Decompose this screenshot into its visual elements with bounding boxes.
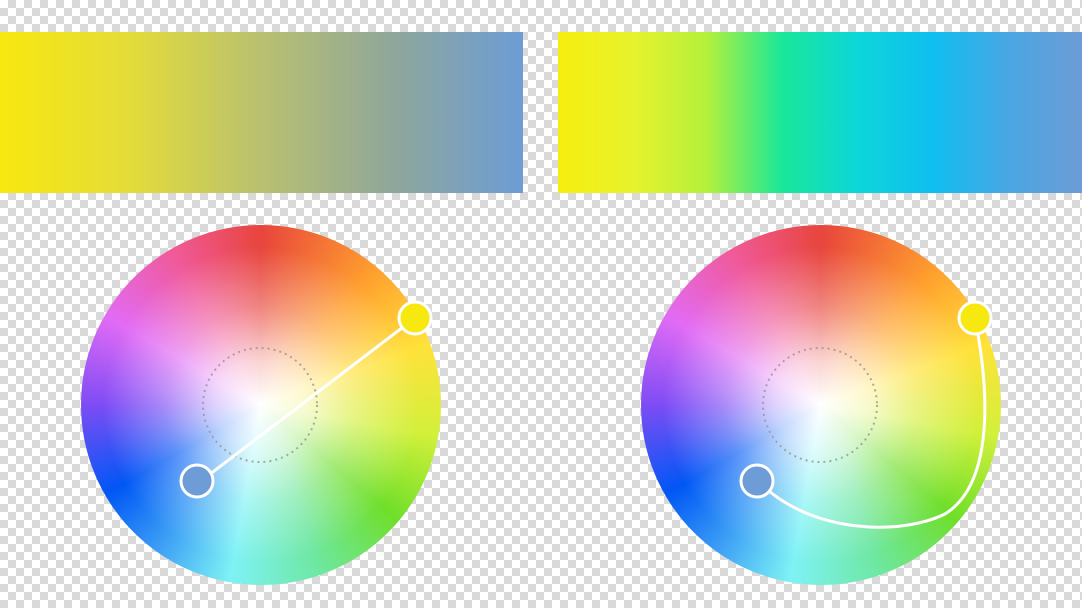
gradient-strip-straight (0, 32, 523, 193)
end-handle[interactable] (957, 300, 993, 336)
start-handle[interactable] (179, 463, 215, 499)
color-wheel-curved[interactable] (640, 224, 1002, 586)
gradient-strip-curved (558, 32, 1082, 193)
color-wheel-icon (641, 225, 1001, 585)
wheel-overlay-straight (179, 300, 433, 499)
wheel-overlay-curved (739, 300, 993, 529)
color-wheel-straight[interactable] (80, 224, 442, 586)
color-wheel-icon (81, 225, 441, 585)
end-handle[interactable] (397, 300, 433, 336)
gradient-path-curved (756, 316, 987, 529)
center-ring (202, 347, 318, 463)
start-handle[interactable] (739, 463, 775, 499)
center-ring (762, 347, 878, 463)
gradient-path-straight (199, 316, 417, 483)
